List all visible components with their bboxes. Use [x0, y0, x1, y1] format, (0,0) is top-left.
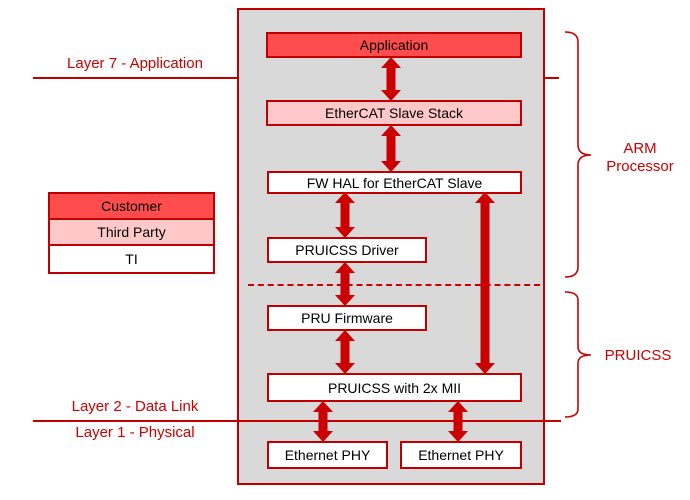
arrow-mii-phy-right [448, 401, 468, 442]
node-ethernet-phy-left: Ethernet PHY [267, 441, 388, 469]
arrow-mii-phy-left [313, 401, 333, 442]
arrow-ethercat-fwhal [381, 125, 401, 172]
arrow-fwhal-driver [335, 192, 355, 238]
arrow-application-ethercat [381, 57, 401, 101]
arrow-prufirmware-mii [335, 330, 355, 374]
legend-item-third-party: Third Party [50, 220, 213, 246]
legend-item-ti: TI [50, 246, 213, 272]
pruicss-brace [564, 291, 592, 418]
layer7-label: Layer 7 - Application [67, 55, 203, 72]
node-pruicss-mii: PRUICSS with 2x MII [267, 373, 522, 402]
legend-item-customer: Customer [50, 194, 213, 220]
node-ethernet-phy-right: Ethernet PHY [400, 441, 522, 469]
node-fw-hal: FW HAL for EtherCAT Slave [267, 171, 522, 194]
node-pru-firmware: PRU Firmware [267, 305, 427, 331]
arm-processor-brace [564, 31, 592, 278]
layer7-divider-line-right [543, 77, 559, 79]
node-ethercat-slave-stack: EtherCAT Slave Stack [266, 100, 522, 126]
layer2-divider-line [33, 420, 561, 422]
legend: Customer Third Party TI [48, 192, 215, 274]
node-pruicss-driver: PRUICSS Driver [267, 237, 427, 263]
layer2-label: Layer 2 - Data Link [71, 398, 199, 415]
layer1-label: Layer 1 - Physical [75, 424, 195, 441]
arrow-fwhal-mii-long [475, 192, 495, 374]
pruicss-label: PRUICSS [604, 347, 672, 364]
node-application: Application [266, 32, 522, 58]
arm-processor-label: ARM Processor [606, 140, 674, 175]
arrow-driver-prufirmware [335, 262, 355, 306]
layer7-divider-line-left [33, 77, 237, 79]
arm-pruicss-dashed-divider [248, 284, 540, 286]
